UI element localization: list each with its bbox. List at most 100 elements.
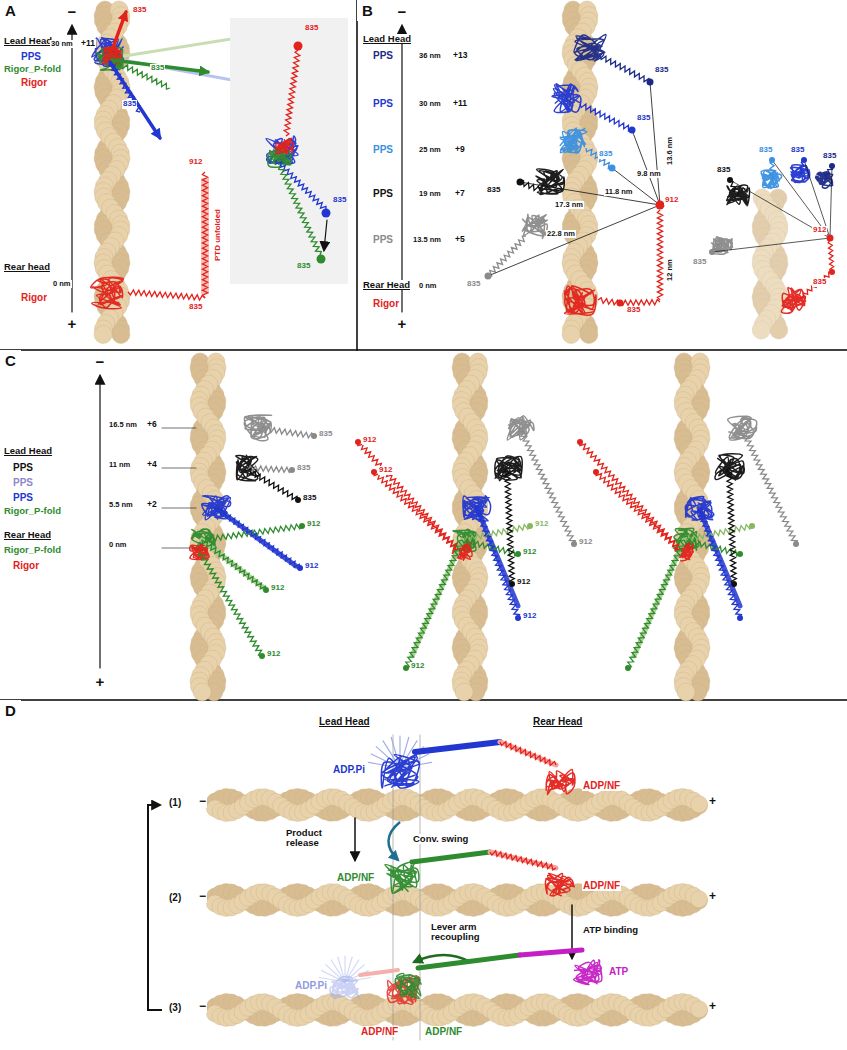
figure-label: − xyxy=(95,354,106,371)
figure-label: 835 xyxy=(302,494,317,503)
figure-line xyxy=(804,160,830,238)
figure-label: 835 xyxy=(188,303,203,312)
residue-ball xyxy=(737,615,743,621)
figure-label: 912 xyxy=(812,226,827,235)
figure-label: 912 xyxy=(664,196,679,205)
lever-helix xyxy=(741,428,798,544)
figure-line xyxy=(162,428,196,429)
figure-label: 0 nm xyxy=(52,280,72,288)
residue-ball xyxy=(527,523,533,529)
residue-ball xyxy=(727,177,733,183)
lever-helix xyxy=(505,468,515,584)
figure-label: PPS xyxy=(372,98,394,109)
figure-line xyxy=(418,955,520,968)
actin-filament xyxy=(207,994,708,1027)
figure-line xyxy=(412,852,490,862)
motor-head xyxy=(560,128,587,153)
motor-head xyxy=(574,960,602,985)
figure-label: 30 nm xyxy=(418,100,442,108)
residue-ball xyxy=(737,551,743,557)
motor-head xyxy=(545,873,574,896)
figure-label: 835 xyxy=(318,430,333,439)
figure-label: 11 nm xyxy=(108,461,131,469)
lever-helix xyxy=(374,472,460,552)
figure-label: +11 xyxy=(80,39,96,48)
figure-label: Rigor xyxy=(20,77,48,88)
figure-label: Rear head xyxy=(3,262,51,272)
figure-line xyxy=(112,60,208,72)
residue-ball xyxy=(731,581,737,587)
figure-line xyxy=(99,376,100,668)
motor-head xyxy=(546,769,575,794)
figure-line xyxy=(412,540,462,656)
lever-helix xyxy=(800,272,832,298)
figure-line xyxy=(830,166,832,238)
figure-label: Rigor xyxy=(372,298,400,309)
figure-label: + xyxy=(708,890,717,903)
residue-ball xyxy=(509,581,515,587)
figure-label: 835 xyxy=(822,152,837,161)
figure-label: 25 nm xyxy=(418,146,442,154)
lever-helix xyxy=(697,508,741,618)
figure-label: 835 xyxy=(122,100,137,109)
figure-label: + xyxy=(397,316,408,333)
figure-label: Rear Head xyxy=(3,530,52,540)
residue-ball xyxy=(295,497,301,503)
motor-head xyxy=(330,976,359,999)
figure-label: 16.5 nm xyxy=(108,421,138,429)
figure-label: 0 nm xyxy=(108,541,128,549)
figure-label: ADP/NF xyxy=(336,872,375,883)
motor-head xyxy=(781,288,805,314)
residue-ball xyxy=(289,467,295,473)
figure-line xyxy=(520,950,582,955)
residue-ball xyxy=(571,541,577,547)
figure-label: − xyxy=(67,4,78,21)
figure-label: Rigor_P-fold xyxy=(3,545,62,555)
figure-label: PPS xyxy=(372,144,394,155)
motor-head xyxy=(276,138,294,154)
figure-label: 912 xyxy=(516,578,531,587)
residue-ball xyxy=(801,157,807,163)
figure-label: Rigor_P-fold xyxy=(3,506,62,516)
figure-label: 835 xyxy=(636,114,651,123)
actin-filament xyxy=(752,189,788,339)
figure-label: − xyxy=(198,890,207,903)
figure-label: − xyxy=(397,4,408,21)
figure-label: Rigor xyxy=(12,560,40,571)
figure-line xyxy=(162,548,196,549)
figure-label: 835 xyxy=(692,258,707,267)
figure-line xyxy=(772,160,830,238)
lever-helix xyxy=(199,552,262,656)
figure-panel: A xyxy=(0,0,357,350)
residue-ball xyxy=(297,565,303,571)
motor-head xyxy=(495,456,522,481)
residue-ball xyxy=(259,653,265,659)
figure-line xyxy=(71,26,72,312)
figure-line xyxy=(112,12,126,50)
figure-label: 912 xyxy=(306,520,321,529)
lever-helix xyxy=(462,525,530,542)
figure-label: + xyxy=(708,1000,717,1013)
figure-label: Rear Head xyxy=(362,280,411,290)
residue-ball xyxy=(311,433,317,439)
figure-line xyxy=(650,82,660,205)
residue-ball xyxy=(617,300,624,307)
figure-label: 912 xyxy=(362,436,377,445)
residue-ball xyxy=(355,439,361,445)
figure-label: − xyxy=(198,795,207,808)
lever-helix xyxy=(684,525,752,542)
figure-line xyxy=(0,699,847,701)
figure-label: Lever arm recoupling xyxy=(430,922,494,943)
residue-ball xyxy=(769,157,775,163)
panel-letter: A xyxy=(0,0,21,21)
figure-label: ADP/NF xyxy=(582,780,621,791)
residue-ball xyxy=(515,615,521,621)
actin-filament xyxy=(207,884,708,917)
figure-label: 835 xyxy=(296,464,311,473)
figure-label: Lead Head xyxy=(362,34,412,44)
lever-helix xyxy=(406,540,463,668)
figure-label: +6 xyxy=(146,420,158,429)
figure-line xyxy=(490,852,556,868)
lever-helix xyxy=(628,540,685,668)
